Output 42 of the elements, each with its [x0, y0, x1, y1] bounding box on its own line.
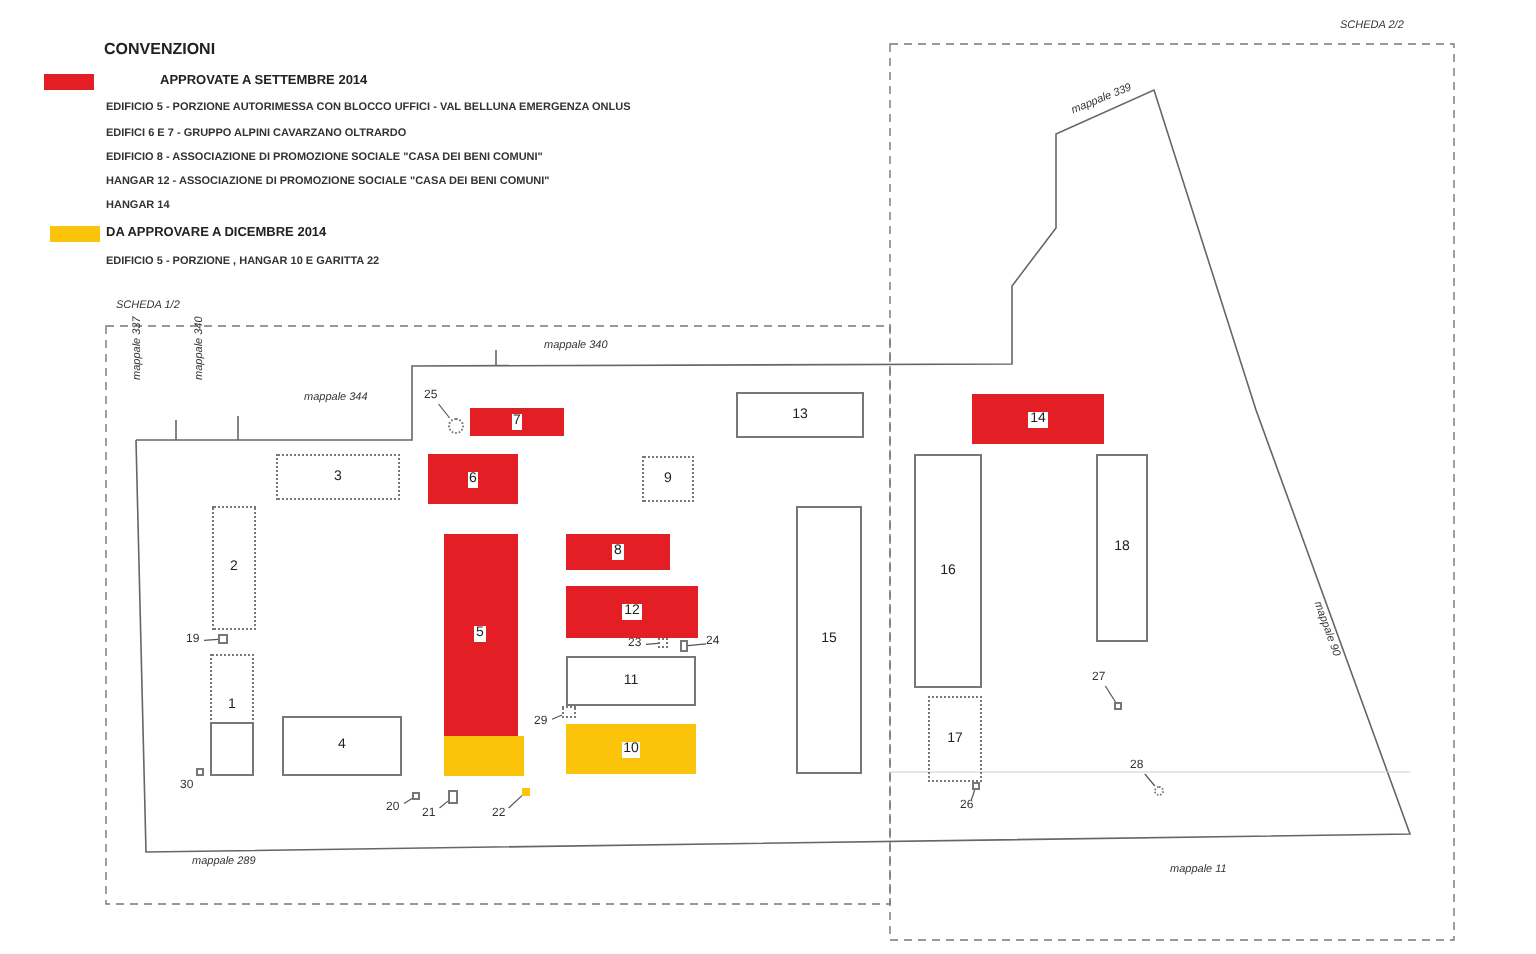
- building: [972, 394, 1104, 444]
- building: [566, 724, 696, 774]
- leader-line: [403, 797, 413, 805]
- building: [566, 586, 698, 638]
- building: [566, 534, 670, 570]
- building: [210, 654, 254, 776]
- building: [914, 454, 982, 688]
- small-structure: [1154, 786, 1164, 796]
- leader-line: [438, 800, 449, 809]
- leader-line: [970, 789, 976, 801]
- leader-line: [687, 643, 707, 647]
- building: [796, 506, 862, 774]
- small-structure: [448, 418, 464, 434]
- building: [470, 408, 564, 436]
- building-footprint: [928, 696, 982, 782]
- small-structure: [522, 788, 530, 796]
- leader-line: [508, 795, 523, 809]
- building: [1096, 454, 1148, 642]
- building: [282, 716, 402, 776]
- small-structure: [1114, 702, 1122, 710]
- leader-line: [437, 403, 451, 419]
- small-structure: [196, 768, 204, 776]
- building: [566, 656, 696, 706]
- building: [428, 454, 518, 504]
- building-footprint: [276, 454, 400, 500]
- small-structure: [448, 790, 458, 804]
- building-footprint: [212, 506, 256, 630]
- leader-line: [1144, 773, 1156, 787]
- small-structure: [562, 706, 576, 718]
- small-structure: [658, 638, 668, 648]
- small-structure: [218, 634, 228, 644]
- leader-line: [203, 638, 219, 641]
- leader-line: [1104, 685, 1117, 703]
- small-structure: [412, 792, 420, 800]
- leader-line: [645, 642, 659, 645]
- leader-line: [551, 714, 563, 720]
- building-footprint: [642, 456, 694, 502]
- title: CONVENZIONI: [104, 40, 216, 58]
- small-structure: [972, 782, 980, 790]
- building: [736, 392, 864, 438]
- building: [444, 534, 524, 776]
- small-structure: [680, 640, 688, 652]
